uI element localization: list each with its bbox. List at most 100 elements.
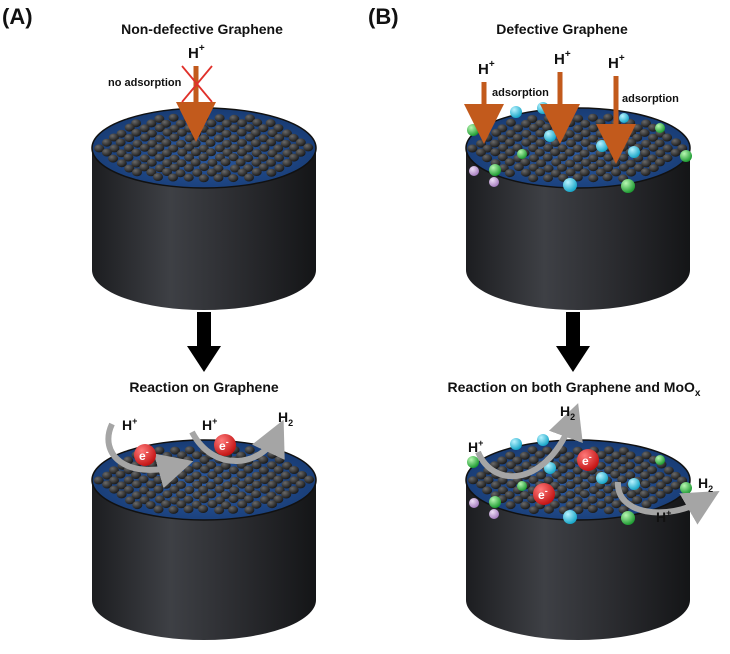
carbon-atom <box>295 480 306 489</box>
carbon-atom <box>214 496 225 505</box>
carbon-atom <box>220 491 231 499</box>
carbon-atom <box>528 123 539 132</box>
carbon-atom <box>153 173 163 181</box>
carbon-atom <box>497 456 508 465</box>
carbon-atom <box>259 495 270 504</box>
carbon-atom <box>611 168 621 177</box>
carbon-atom <box>641 159 652 168</box>
carbon-atom <box>198 144 209 153</box>
carbon-atom <box>565 159 576 168</box>
carbon-atom <box>267 500 277 509</box>
carbon-atom <box>244 133 255 142</box>
carbon-atom <box>513 124 523 133</box>
molybdenum-atom <box>619 113 629 123</box>
oxygen-atom <box>467 124 479 136</box>
carbon-atom <box>243 154 254 163</box>
carbon-atom <box>198 475 209 484</box>
carbon-atom <box>191 451 202 460</box>
carbon-atom <box>198 153 209 162</box>
carbon-atom <box>237 480 248 489</box>
carbon-atom <box>176 159 187 168</box>
carbon-atom <box>641 451 652 460</box>
carbon-atom <box>214 114 225 123</box>
carbon-atom <box>139 486 150 495</box>
carbon-atom <box>228 495 239 504</box>
oxygen-atom <box>655 123 665 133</box>
molybdenum-atom <box>510 106 522 118</box>
oxygen-atom <box>621 179 635 193</box>
carbon-atom <box>618 153 629 162</box>
carbon-atom <box>528 475 539 484</box>
carbon-atom <box>505 461 516 470</box>
carbon-atom <box>205 481 216 490</box>
vacancy-atom <box>469 166 479 176</box>
carbon-atom <box>580 138 591 147</box>
carbon-atom <box>183 495 194 504</box>
carbon-atom <box>476 480 487 489</box>
carbon-atom <box>168 113 179 122</box>
carbon-atom <box>161 138 172 147</box>
carbon-atom <box>565 168 576 177</box>
carbon-atom <box>229 144 240 152</box>
carbon-atom <box>221 129 232 138</box>
carbon-atom <box>139 154 150 163</box>
carbon-atom <box>274 455 285 464</box>
carbon-atom <box>520 501 531 510</box>
carbon-atom <box>259 485 270 494</box>
carbon-atom <box>520 491 530 500</box>
adsorption-label-b2: adsorption <box>622 93 679 105</box>
carbon-atom <box>123 485 134 494</box>
carbon-atom <box>265 119 276 128</box>
carbon-atom <box>528 154 539 163</box>
carbon-atom <box>625 461 635 470</box>
carbon-atom <box>505 501 516 510</box>
h2-label-b1: H2 <box>560 403 575 422</box>
carbon-atom <box>603 164 614 172</box>
carbon-atom <box>505 118 516 127</box>
proton-label-a-reaction2: H+ <box>202 416 217 433</box>
carbon-atom <box>520 168 531 177</box>
carbon-atom <box>280 471 291 480</box>
carbon-atom <box>281 129 292 138</box>
carbon-atom <box>131 491 142 500</box>
carbon-atom <box>206 168 217 177</box>
molybdenum-atom <box>563 178 577 192</box>
carbon-atom <box>504 169 515 178</box>
carbon-atom <box>251 158 262 167</box>
carbon-atom <box>596 451 607 459</box>
reaction-flow-arrow-a2 <box>189 419 285 464</box>
carbon-atom <box>504 138 515 147</box>
reaction-title-a: Reaction on Graphene <box>129 379 279 395</box>
carbon-atom <box>251 490 262 499</box>
carbon-atom <box>244 114 255 123</box>
carbon-atom <box>244 485 255 494</box>
svg-text:e-: e- <box>139 447 149 463</box>
carbon-atom <box>528 506 539 515</box>
electron-icon: e- <box>577 449 599 471</box>
carbon-atom <box>528 456 539 464</box>
carbon-atom <box>611 500 622 509</box>
carbon-atom <box>288 133 299 142</box>
carbon-atom <box>468 476 479 485</box>
carbon-atom <box>648 164 659 173</box>
carbon-atom <box>513 163 524 172</box>
carbon-atom <box>580 481 591 490</box>
carbon-atom <box>207 158 218 167</box>
carbon-atom <box>207 471 218 480</box>
carbon-atom <box>542 153 553 162</box>
carbon-atom <box>572 144 583 153</box>
carbon-atom <box>587 144 598 153</box>
carbon-atom <box>267 129 278 138</box>
carbon-atom <box>176 500 187 509</box>
carbon-atom <box>266 138 277 147</box>
carbon-atom <box>273 124 284 132</box>
carbon-atom <box>557 163 567 172</box>
carbon-atom <box>192 168 203 177</box>
carbon-atom <box>588 486 599 494</box>
carbon-atom <box>198 495 209 504</box>
carbon-atom <box>183 505 194 514</box>
carbon-atom <box>527 115 538 123</box>
carbon-atom <box>588 124 599 133</box>
carbon-atom <box>250 139 261 148</box>
